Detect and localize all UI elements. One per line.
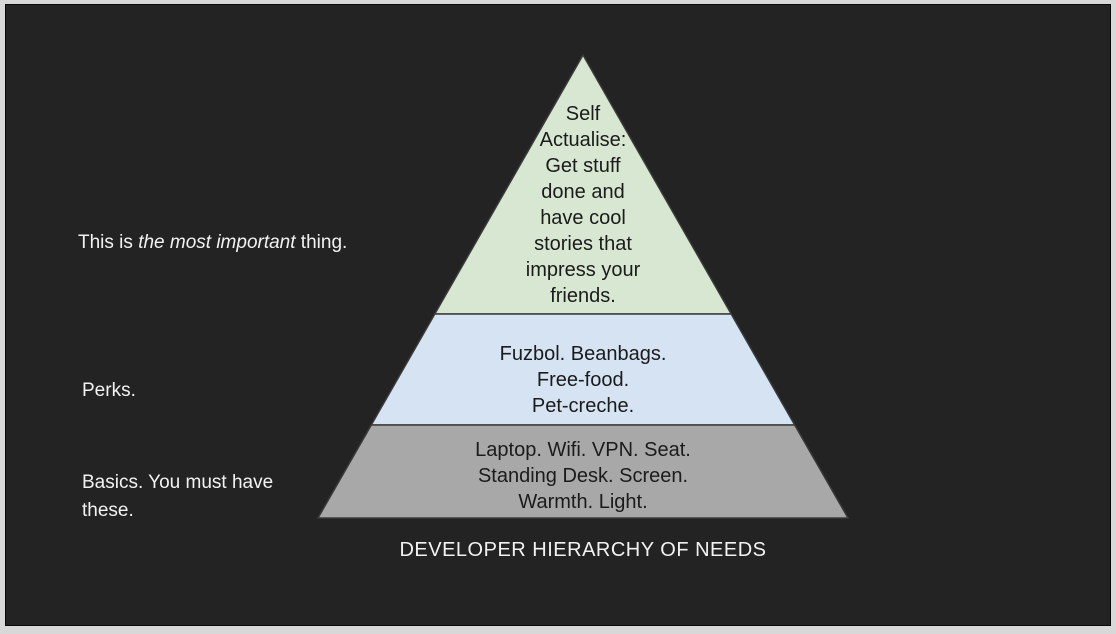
pyramid-caption: DEVELOPER HIERARCHY OF NEEDS [399,539,767,561]
annotation-basics: Basics. You must have these. [82,472,274,521]
tier-text-line: Actualise: [539,129,627,151]
tier-text-line: Warmth. Light. [518,491,648,513]
tier-text-line: Standing Desk. Screen. [477,465,689,487]
annotation-text: thing. [295,232,348,253]
tier-text-line: Self [565,103,601,125]
tier-text-line: Pet-creche. [531,395,635,417]
pyramid-diagram [316,53,850,519]
tier-text-line: Laptop. Wifi. VPN. Seat. [475,439,691,461]
tier-text-line: friends. [550,285,616,307]
tier-text-line: impress your [525,259,641,281]
annotation-emphasis: the most important [138,232,296,253]
pyramid-tier-basics [316,424,850,519]
tier-text-line: have cool [540,207,626,229]
tier-text-line: Fuzbol. Beanbags. [499,343,667,365]
tier-text-line: stories that [534,233,632,255]
annotation-perks: Perks. [82,380,136,401]
tier-text-line: done and [541,181,625,203]
tier-text-line: Free-food. [536,369,630,391]
tier-text-line: Get stuff [545,155,621,177]
annotation-text: This is [78,232,139,253]
tier-perks-text: Fuzbol. Beanbags. Free-food. Pet-creche. [433,341,733,419]
tier-basics-text: Laptop. Wifi. VPN. Seat. Standing Desk. … [433,437,733,515]
annotation-most-important: This is the most important thing. [78,229,347,257]
tier-self-actualise-text: Self Actualise: Get stuff done and have … [433,101,733,309]
slide-canvas: Self Actualise: Get stuff done and have … [5,4,1111,626]
